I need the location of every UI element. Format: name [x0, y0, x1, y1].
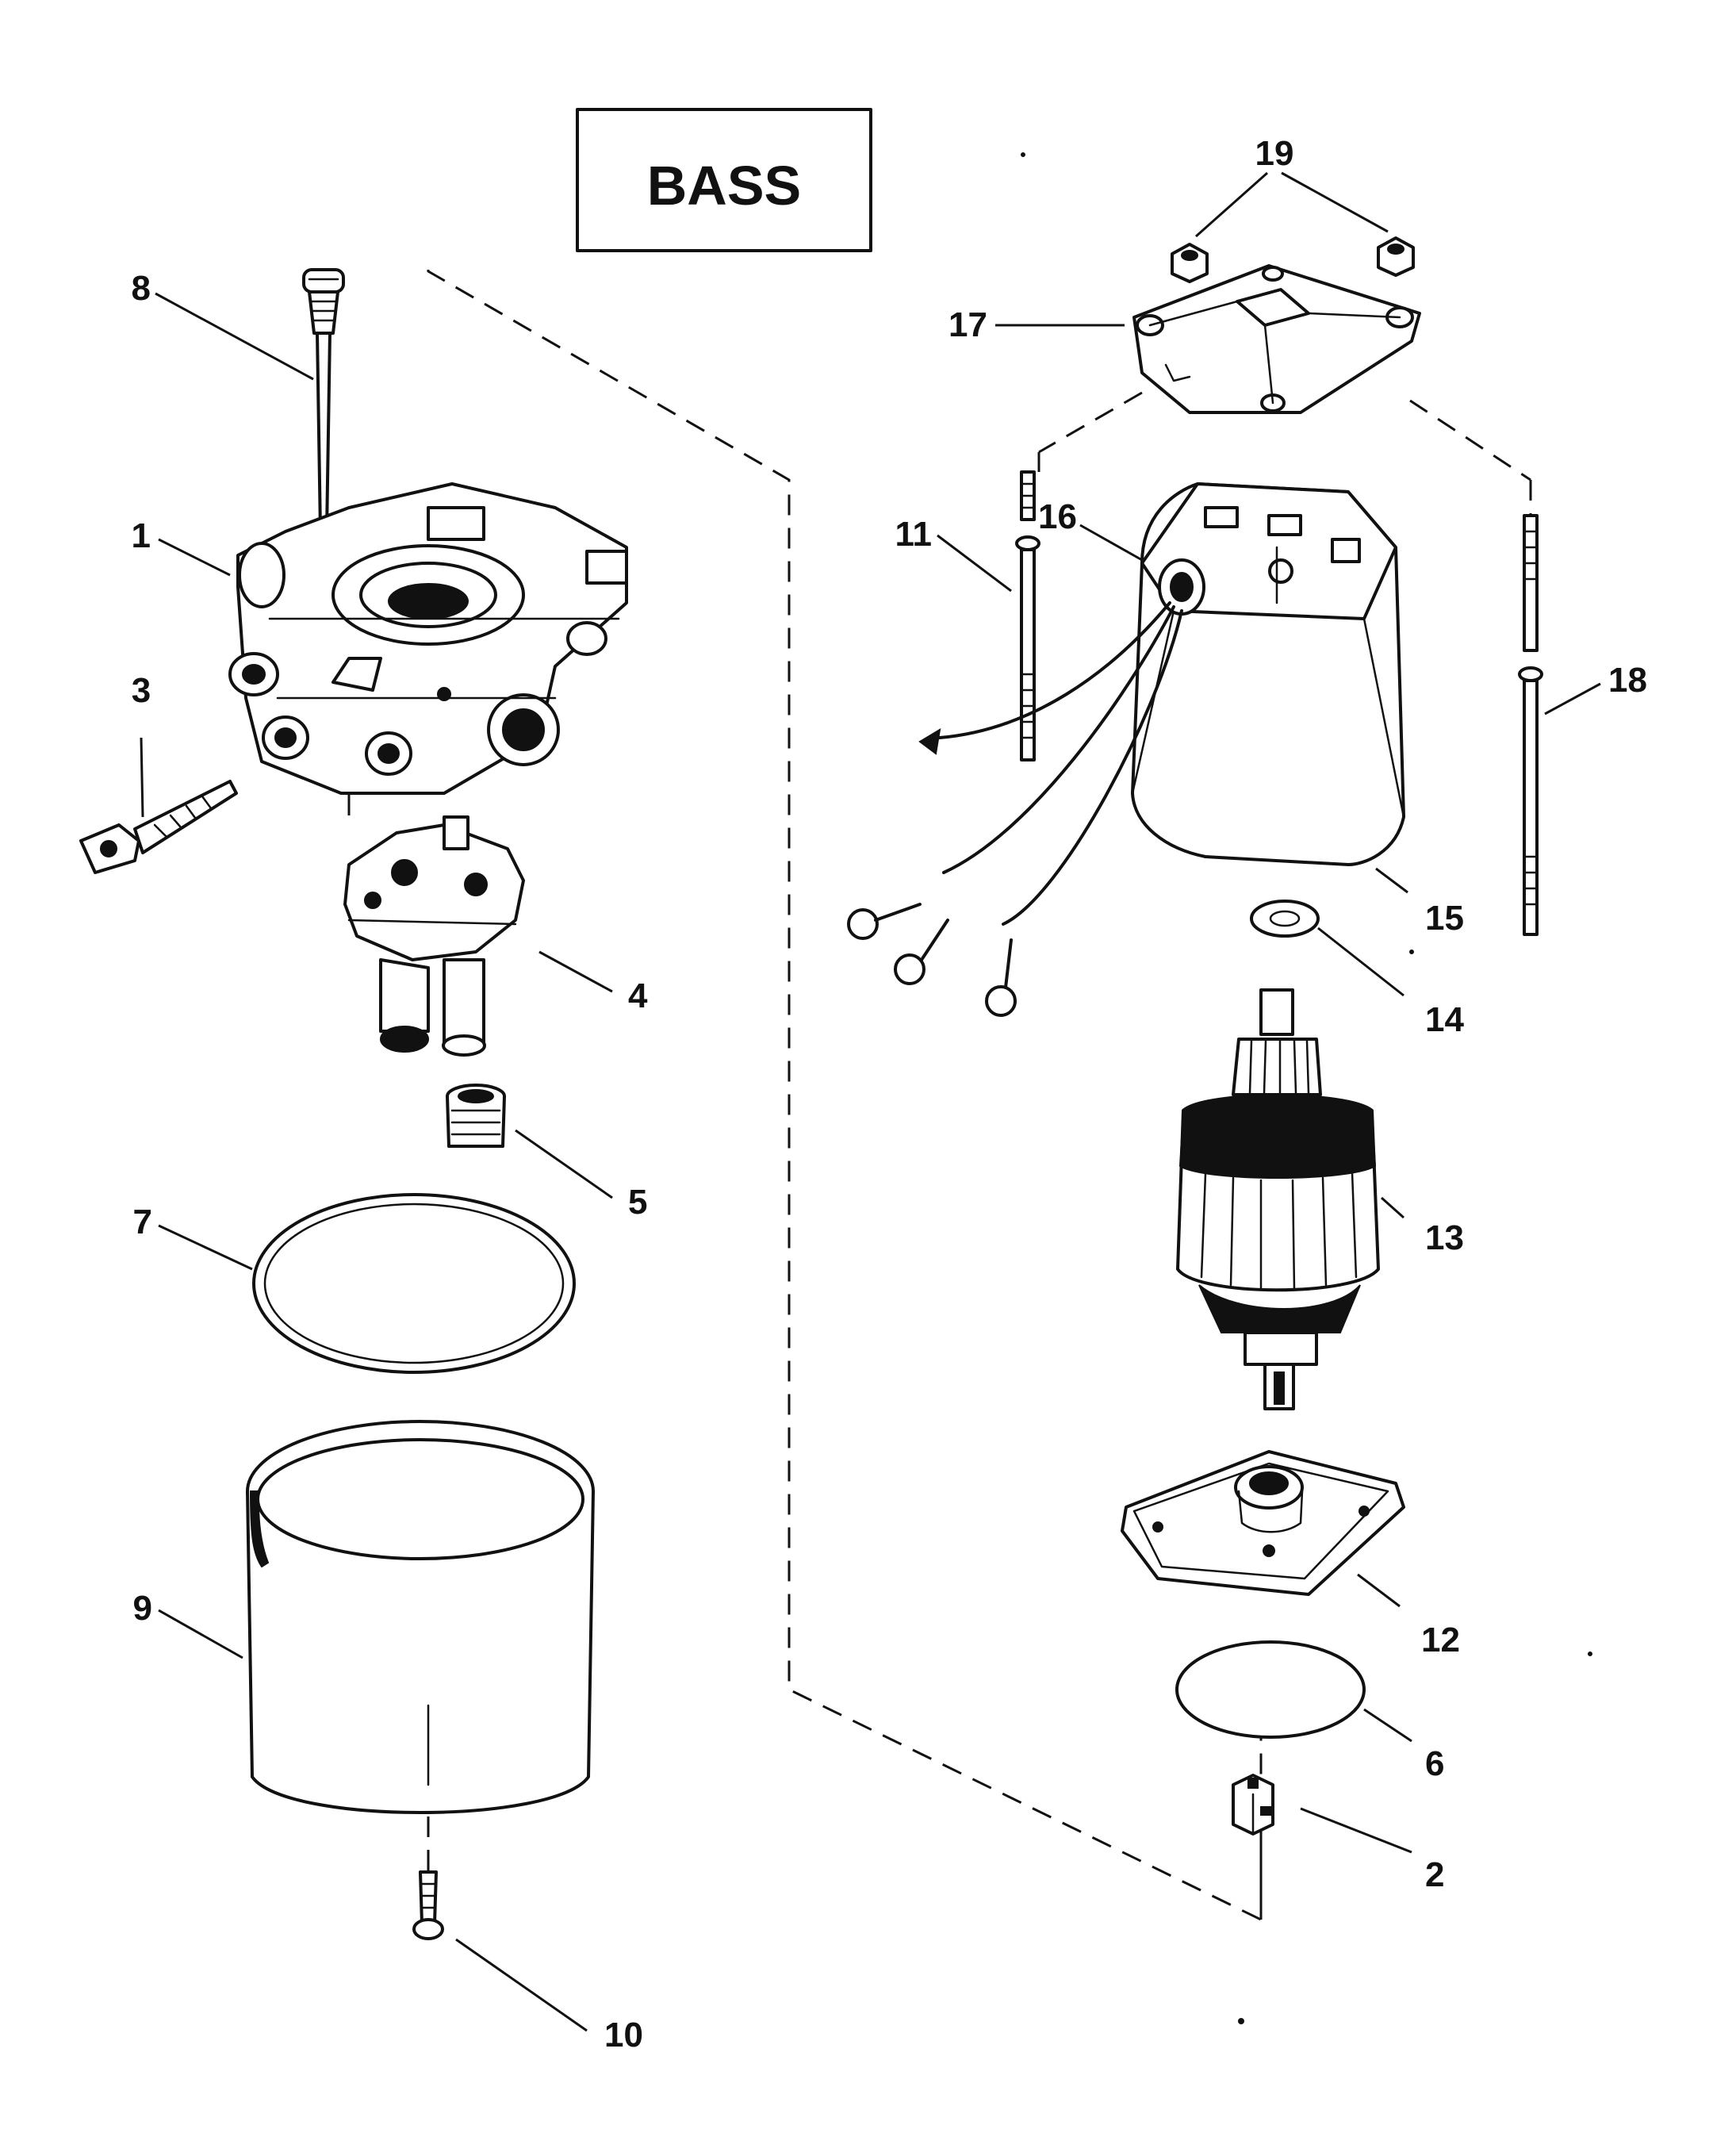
leader-lines — [140, 171, 1601, 2032]
callout-10: 10 — [604, 2016, 643, 2054]
part-3-valve-screw — [79, 780, 238, 874]
part-19-nuts — [1171, 236, 1415, 283]
part-6-small-o-ring — [1175, 1640, 1366, 1739]
part-16-grommet — [1158, 558, 1205, 616]
callout-11: 11 — [895, 515, 932, 554]
part-7-large-o-ring — [252, 1193, 576, 1374]
callout-2: 2 — [1425, 1855, 1444, 1894]
part-10-screw — [412, 1870, 444, 1940]
callout-19: 19 — [1255, 134, 1294, 173]
callout-17: 17 — [948, 305, 987, 344]
callout-7: 7 — [133, 1203, 152, 1241]
part-14-washer — [1250, 900, 1320, 938]
part-5-filter — [446, 1084, 506, 1148]
callout-16: 16 — [1038, 497, 1077, 536]
callout-8: 8 — [132, 269, 151, 308]
callout-14: 14 — [1425, 1000, 1464, 1039]
part-12-end-plate — [1121, 1450, 1405, 1596]
callout-6: 6 — [1425, 1744, 1444, 1783]
part-11-through-bolt — [1015, 470, 1040, 762]
part-4-pump-assembly — [343, 815, 525, 1057]
part-17-motor-cap — [1132, 264, 1421, 414]
part-9-reservoir-cup — [246, 1420, 595, 1814]
part-2-coupler — [1232, 1774, 1274, 1836]
part-8-fill-screw — [302, 268, 345, 533]
callout-labels: 8 1 3 4 5 7 9 10 11 16 17 19 18 15 14 13… — [132, 134, 1647, 2054]
callout-5: 5 — [628, 1183, 647, 1222]
callout-1: 1 — [132, 516, 151, 555]
callout-15: 15 — [1425, 899, 1464, 938]
assembly-dashed-lines — [347, 270, 1532, 1922]
callout-18: 18 — [1608, 661, 1647, 700]
callout-3: 3 — [132, 671, 151, 710]
callout-4: 4 — [628, 976, 648, 1015]
part-13-armature — [1176, 988, 1380, 1410]
part-18-through-bolt — [1518, 514, 1543, 936]
motor-leads — [847, 601, 1183, 1017]
part-15-motor-housing — [1131, 482, 1405, 866]
title-box: BASS — [576, 108, 872, 252]
callout-13: 13 — [1425, 1218, 1464, 1257]
diagram-title: BASS — [647, 155, 801, 217]
scan-specks — [1021, 152, 1592, 2024]
callout-12: 12 — [1421, 1621, 1460, 1659]
part-1-pump-body — [228, 482, 628, 795]
callout-9: 9 — [133, 1589, 152, 1628]
